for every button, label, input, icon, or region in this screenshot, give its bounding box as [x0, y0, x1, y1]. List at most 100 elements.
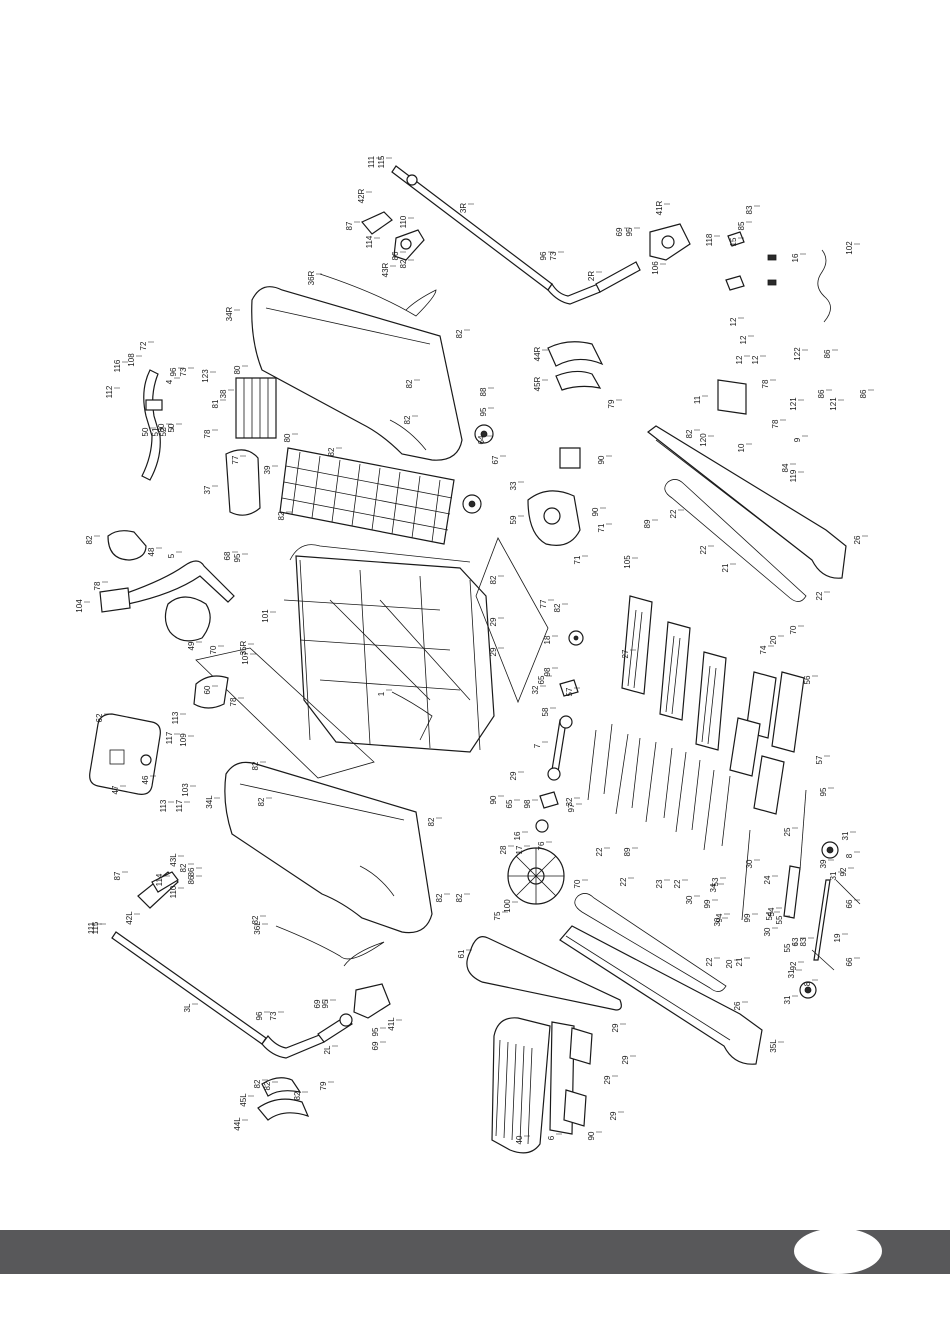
part-label-88: 88 — [479, 387, 488, 396]
part-label-90: 90 — [591, 507, 600, 516]
part-label-12: 12 — [729, 317, 738, 326]
part-label-86: 86 — [817, 389, 826, 398]
part-label-64: 64 — [477, 435, 486, 444]
cage-39 — [279, 447, 455, 545]
plate-101 — [559, 447, 581, 469]
part-label-60: 60 — [203, 685, 212, 694]
part-11 — [717, 379, 747, 415]
part-label-82: 82 — [253, 1079, 262, 1088]
part-label-97: 97 — [567, 803, 576, 812]
part-label-29: 29 — [621, 1055, 630, 1064]
part-label-111: 111 — [367, 155, 376, 168]
part-label-86: 86 — [823, 349, 832, 358]
part-label-67: 67 — [491, 455, 500, 464]
part-label-51: 51 — [151, 427, 160, 436]
part-label-80: 80 — [233, 365, 242, 374]
part-label-11: 11 — [693, 395, 702, 404]
part-label-100: 100 — [503, 899, 512, 913]
part-label-57: 57 — [565, 687, 574, 696]
part-label-30: 30 — [713, 917, 722, 926]
side-cover-34l — [224, 761, 433, 934]
part-label-25: 25 — [783, 827, 792, 836]
part-label-34L: 34L — [205, 795, 214, 809]
exploded-parts-diagram: 11111542R8711411043R86823R9673699541R2R1… — [75, 155, 874, 1154]
rod-24 — [741, 829, 751, 921]
part-label-99: 99 — [703, 899, 712, 908]
rail-35r — [647, 425, 847, 579]
part-label-90: 90 — [489, 795, 498, 804]
part-label-95: 95 — [233, 553, 242, 562]
part-label-9: 9 — [793, 437, 802, 442]
part-label-22: 22 — [815, 591, 824, 600]
part-label-82: 82 — [327, 447, 336, 456]
roller-64-upper — [474, 424, 494, 444]
part-label-82: 82 — [399, 259, 408, 268]
bracket-41l — [353, 983, 391, 1019]
shaft-7 — [547, 715, 573, 781]
part-label-41R: 41R — [655, 200, 664, 215]
part-label-71: 71 — [573, 555, 582, 564]
part-label-78: 78 — [761, 379, 770, 388]
part-label-12: 12 — [751, 355, 760, 364]
part-label-29: 29 — [611, 1023, 620, 1032]
part-label-54: 54 — [767, 907, 776, 916]
part-label-35R: 35R — [239, 640, 248, 655]
part-label-7: 7 — [533, 743, 542, 748]
part-label-26: 26 — [853, 535, 862, 544]
part-label-96: 96 — [539, 251, 548, 260]
part-label-87: 87 — [345, 221, 354, 230]
part-label-106: 106 — [651, 261, 660, 275]
side-cover-34r — [251, 286, 463, 461]
part-label-113: 113 — [159, 799, 168, 812]
belt-26-left — [574, 893, 727, 992]
small-parts-118 — [725, 231, 777, 291]
part-label-103: 103 — [181, 783, 190, 797]
motor-housing-33 — [527, 490, 581, 546]
part-label-70: 70 — [209, 645, 218, 654]
part-label-92: 92 — [839, 867, 848, 876]
part-label-41L: 41L — [387, 1017, 396, 1031]
part-label-82: 82 — [553, 603, 562, 612]
bracket-104 — [99, 587, 131, 613]
part-label-44L: 44L — [233, 1117, 242, 1131]
part-label-79: 79 — [319, 1081, 328, 1090]
part-label-35L: 35L — [769, 1039, 778, 1053]
part-label-59: 59 — [509, 515, 518, 524]
part-label-80: 80 — [157, 423, 166, 432]
part-label-82: 82 — [85, 535, 94, 544]
part-label-66: 66 — [845, 957, 854, 966]
part-label-55: 55 — [783, 943, 792, 952]
part-label-76: 76 — [537, 841, 546, 850]
part-label-36L: 36L — [253, 921, 262, 935]
part-label-82: 82 — [427, 817, 436, 826]
part-label-30: 30 — [763, 927, 772, 936]
part-label-110: 110 — [399, 215, 408, 228]
part-label-34: 34 — [709, 883, 718, 892]
part-label-42R: 42R — [357, 188, 366, 203]
part-label-120: 120 — [699, 433, 708, 447]
footer-bar — [0, 1230, 950, 1274]
part-label-23: 23 — [655, 879, 664, 888]
part-label-96: 96 — [255, 1011, 264, 1020]
part-label-22: 22 — [669, 509, 678, 518]
pedal-49 — [164, 596, 211, 642]
part-label-122: 122 — [793, 347, 802, 361]
part-label-73: 73 — [549, 251, 558, 260]
part-label-30: 30 — [685, 895, 694, 904]
part-label-82: 82 — [405, 379, 414, 388]
grille-38 — [235, 377, 277, 439]
part-label-71: 71 — [597, 523, 606, 532]
part-label-5: 5 — [167, 553, 176, 558]
part-label-31: 31 — [783, 995, 792, 1004]
part-label-18: 18 — [543, 635, 552, 644]
part-label-105: 105 — [623, 555, 632, 569]
part-label-115: 115 — [91, 921, 100, 934]
roller-64-lower — [462, 494, 482, 514]
slats-lower — [587, 723, 731, 851]
part-label-10: 10 — [737, 443, 746, 452]
part-label-63: 63 — [791, 937, 800, 946]
part-label-75: 75 — [493, 911, 502, 920]
part-label-94: 94 — [715, 913, 724, 922]
part-label-82: 82 — [435, 893, 444, 902]
part-label-44R: 44R — [533, 346, 542, 361]
